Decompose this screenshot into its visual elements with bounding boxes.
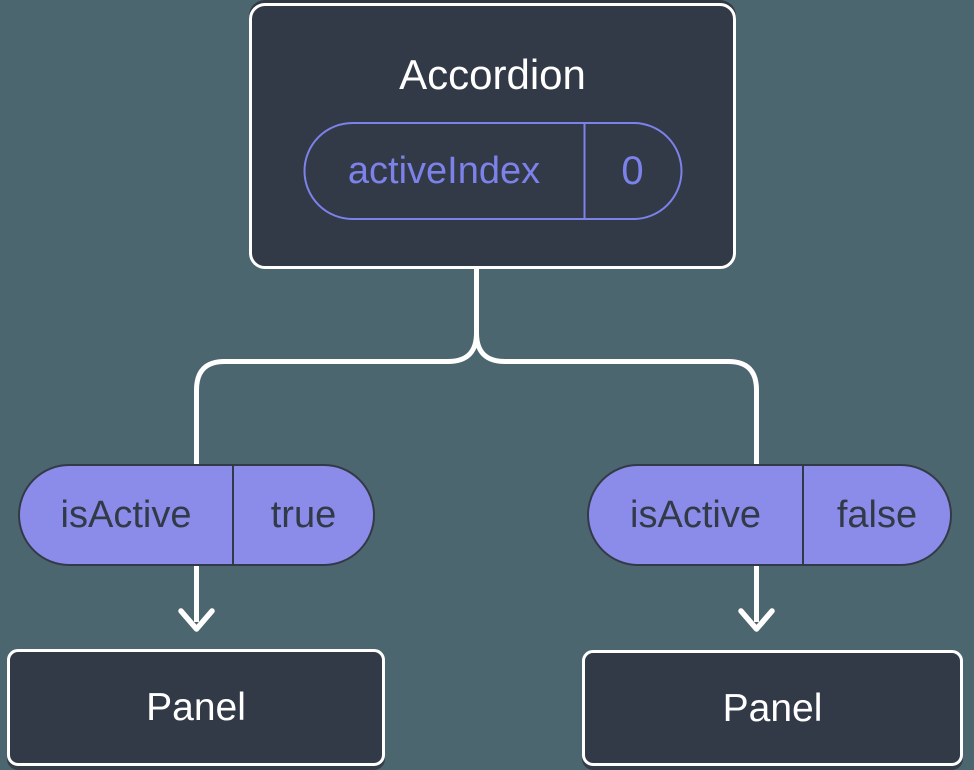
panel-node-left: Panel (7, 649, 385, 766)
prop-pill-right-name: isActive (630, 493, 761, 536)
connector-left-branch (194, 264, 479, 622)
prop-pill-left-value: true (232, 466, 373, 564)
state-pill-value: 0 (583, 124, 680, 218)
panel-left-title: Panel (146, 686, 246, 729)
accordion-title: Accordion (399, 51, 586, 98)
panel-node-right: Panel (582, 650, 963, 766)
prop-pill-left: isActive true (18, 464, 375, 566)
prop-pill-right: isActive false (587, 464, 952, 566)
prop-pill-left-name: isActive (60, 493, 192, 536)
state-pill-name: activeIndex (347, 149, 541, 192)
connector-right-branch (474, 264, 759, 622)
arrow-down-right-icon (738, 608, 775, 632)
prop-pill-right-value: false (802, 466, 950, 564)
panel-right-title: Panel (722, 686, 823, 730)
arrow-down-left-icon (178, 608, 215, 632)
state-pill: activeIndex 0 (303, 122, 682, 220)
accordion-node: Accordion activeIndex 0 (249, 3, 736, 269)
